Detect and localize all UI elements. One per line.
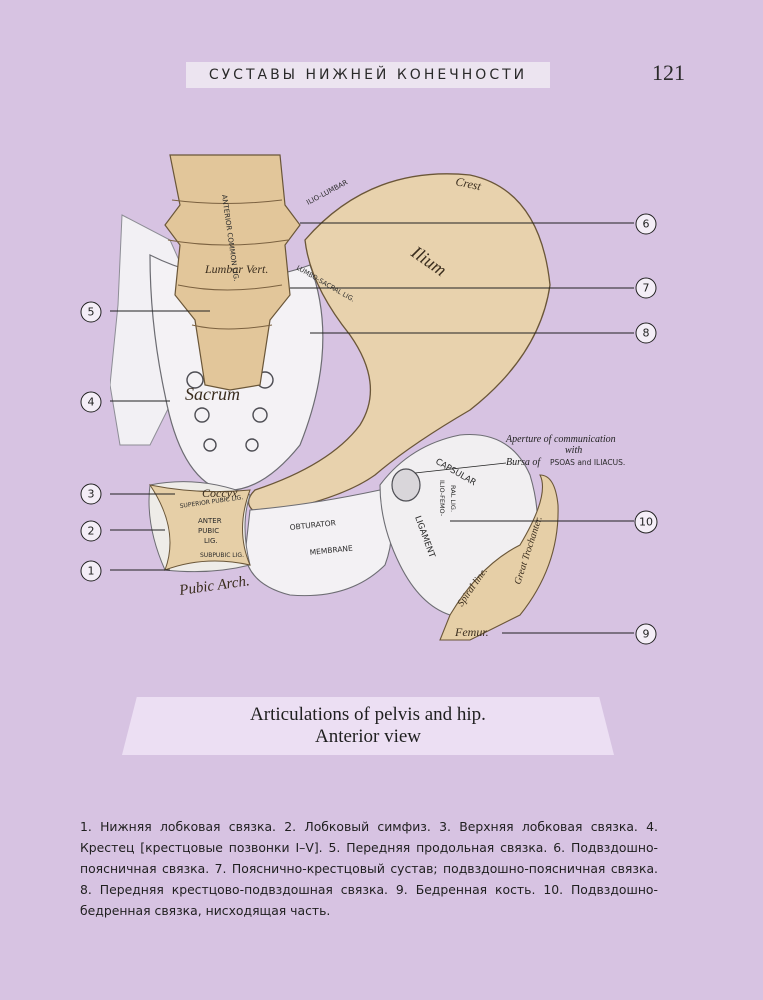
callout-1: 1: [80, 560, 102, 582]
pelvis-hip-illustration: Ilium Crest Lumbar Vert. Sacrum Coccyx P…: [110, 145, 665, 645]
svg-text:5: 5: [88, 306, 95, 319]
callout-4: 4: [80, 391, 102, 413]
section-title: СУСТАВЫ НИЖНЕЙ КОНЕЧНОСТИ: [186, 62, 550, 88]
label-anterior-pubic-1: ANTER: [198, 517, 222, 525]
lumbar-spine: [164, 154, 301, 391]
callout-2: 2: [80, 520, 102, 542]
caption-line-1: Articulations of pelvis and hip.: [250, 704, 486, 725]
page-number: 121: [652, 60, 685, 85]
pubic-symphysis: [148, 484, 251, 571]
label-ilio-femoral-1: ILIO-FEMO-: [438, 480, 446, 517]
label-anterior-pubic-3: LIG.: [204, 537, 218, 545]
label-sacrum: Sacrum: [185, 384, 240, 404]
annotation-line-1: Aperture of communication: [505, 434, 616, 445]
ilium-bone: [248, 173, 551, 516]
vertebral-disc-lines: [167, 199, 289, 330]
bursa-aperture: [391, 468, 421, 502]
label-lumbar-vert: Lumbar Vert.: [204, 262, 268, 276]
label-femur: Femur.: [454, 625, 489, 639]
svg-text:3: 3: [88, 488, 95, 501]
svg-text:4: 4: [88, 396, 95, 409]
label-coccyx: Coccyx: [202, 486, 238, 500]
legend-text: 1. Нижняя лобковая связка. 2. Лобковый с…: [80, 819, 658, 918]
ischium: [244, 489, 392, 597]
annotation-line-3-prefix: Bursa of: [506, 457, 541, 468]
label-ilio-femoral-2: RAL LIG.: [449, 485, 457, 512]
annotation-line-3-suffix: PSOAS and ILIACUS.: [550, 458, 625, 467]
svg-text:2: 2: [88, 525, 95, 538]
annotation-leader: [414, 462, 507, 474]
annotation-line-2: with: [565, 445, 582, 456]
label-anterior-pubic-2: PUBIC: [198, 527, 219, 535]
callout-3: 3: [80, 483, 102, 505]
callout-leader-lines: [110, 222, 634, 634]
label-subpubic-lig: SUBPUBIC LIG.: [200, 552, 244, 559]
svg-text:1: 1: [88, 565, 95, 578]
caption-line-2: Anterior view: [314, 726, 422, 747]
callout-5: 5: [80, 301, 102, 323]
figure-caption: Articulations of pelvis and hip. Anterio…: [122, 697, 614, 755]
label-crest: Crest: [454, 174, 483, 193]
femur: [439, 474, 559, 641]
